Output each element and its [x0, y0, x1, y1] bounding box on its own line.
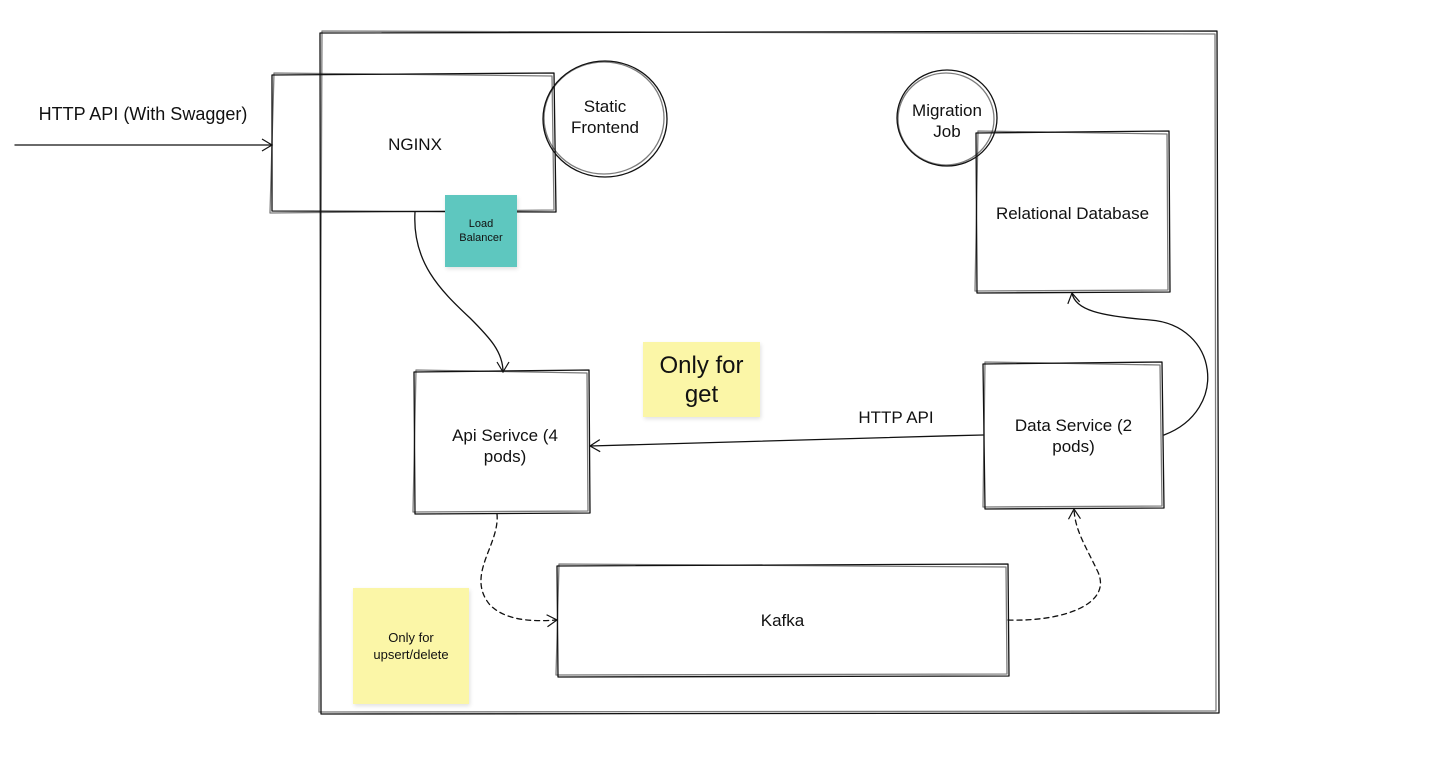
static-frontend-label: Static Frontend	[550, 96, 660, 138]
relational-database-label: Relational Database	[995, 204, 1150, 223]
load-balancer-line2: Balancer	[459, 232, 503, 244]
only-for-get-line2: get	[684, 380, 719, 408]
data-to-database-arrow	[1067, 291, 1209, 436]
data-service-label: Data Service (2 pods)	[986, 415, 1161, 457]
load-balancer-sticky-note: Load Balancer	[445, 195, 517, 267]
migration-job-line2: Job	[933, 122, 961, 141]
api-service-label: Api Serivce (4 pods)	[420, 425, 590, 467]
load-balancer-line1: Load	[468, 218, 494, 230]
only-for-get-line1: Only for	[659, 351, 744, 379]
kafka-to-data-arrow	[1007, 507, 1102, 621]
cluster-boundary	[318, 30, 1220, 715]
api-service-line1: Api Serivce (4	[452, 426, 558, 445]
static-frontend-line1: Static	[583, 97, 627, 116]
data-service-line1: Data Service (2	[1014, 416, 1133, 435]
static-frontend-circle	[542, 60, 668, 178]
api-to-kafka-arrow	[480, 513, 559, 628]
api-service-box	[412, 369, 591, 515]
http-api-connection-label: HTTP API	[858, 408, 934, 427]
migration-job-line1: Migration	[912, 101, 982, 120]
kafka-box	[555, 563, 1010, 678]
only-for-get-sticky-note: Only for get	[643, 342, 760, 417]
http-api-swagger-label: HTTP API (With Swagger)	[38, 104, 248, 124]
nginx-box	[269, 72, 557, 214]
api-service-line2: pods)	[483, 447, 527, 466]
data-to-api-arrow	[588, 434, 984, 453]
migration-job-circle	[896, 69, 998, 167]
migration-job-label: Migration Job	[896, 100, 998, 142]
relational-database-box	[974, 130, 1171, 294]
data-service-box	[982, 361, 1165, 510]
data-service-line2: pods)	[1052, 437, 1095, 456]
nginx-label: NGINX	[388, 135, 442, 154]
kafka-label: Kafka	[760, 611, 805, 630]
only-for-upsert-line2: upsert/delete	[373, 647, 449, 662]
static-frontend-line2: Frontend	[570, 118, 640, 137]
only-for-upsert-delete-sticky-note: Only for upsert/delete	[353, 588, 469, 704]
only-for-upsert-line1: Only for	[388, 630, 434, 645]
nginx-to-api-arrow	[414, 211, 510, 374]
